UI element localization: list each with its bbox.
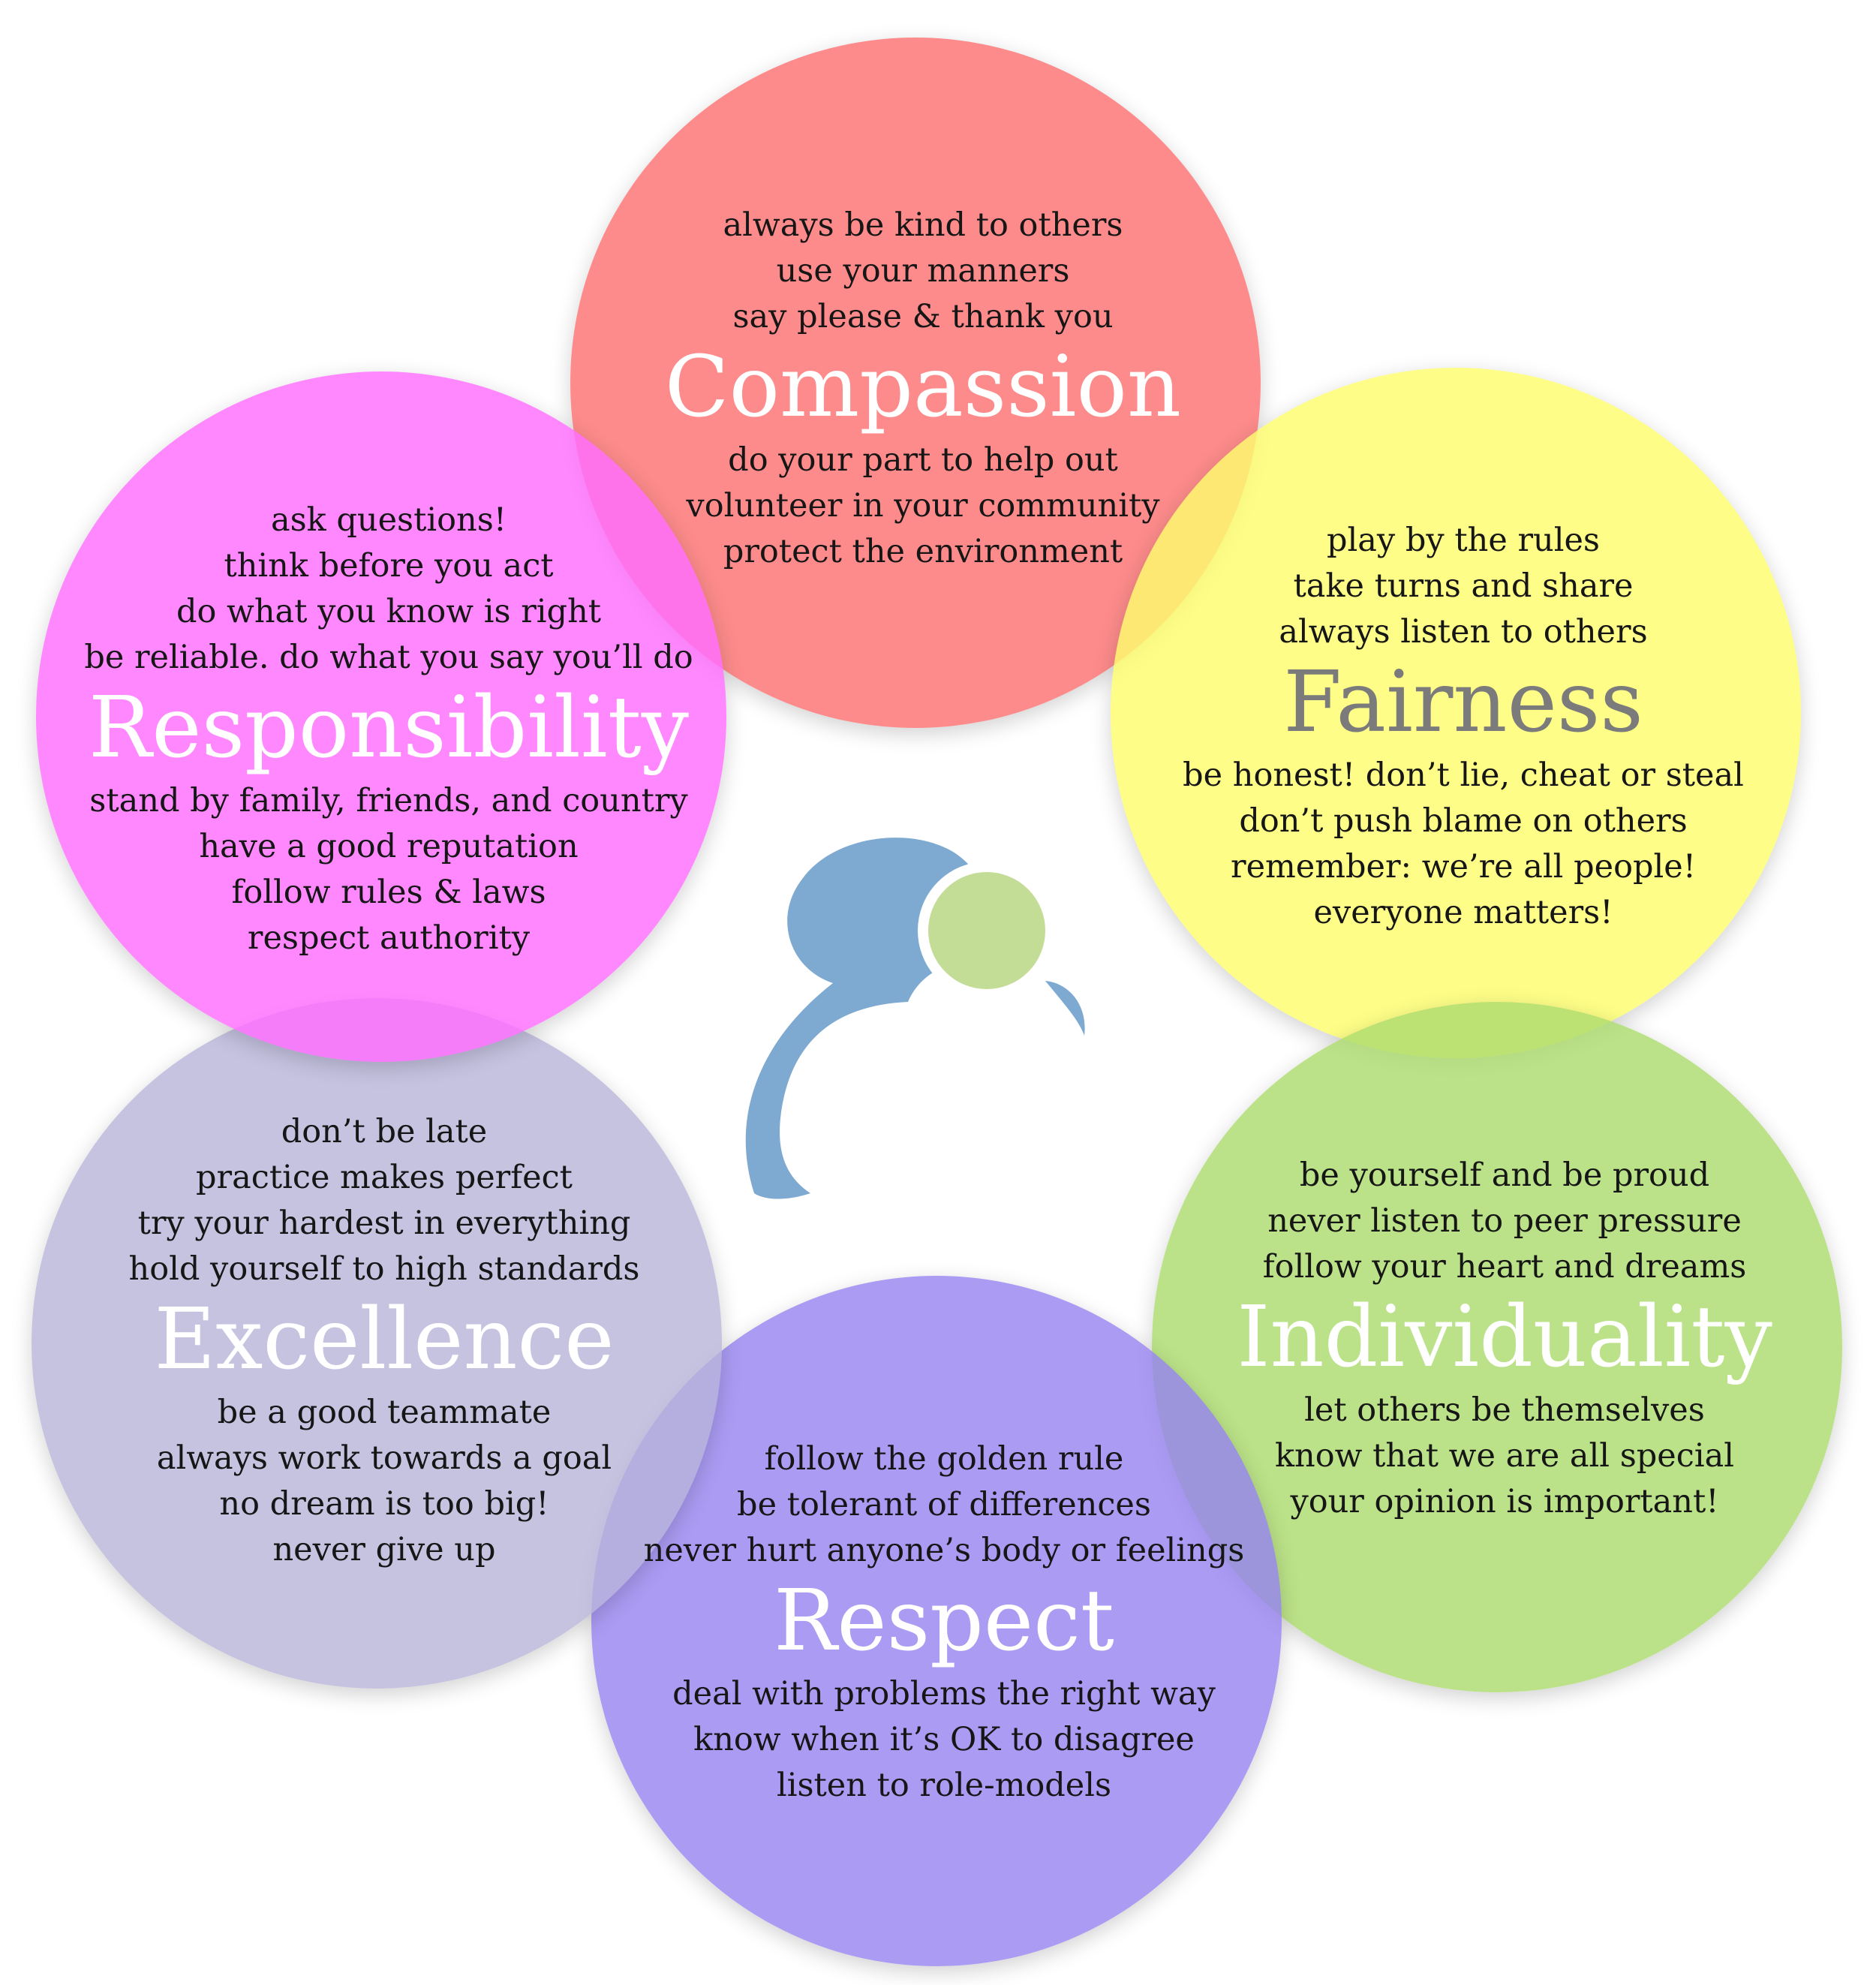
respect-tip: listen to role-models xyxy=(776,1767,1112,1804)
fairness-title: Fairness xyxy=(1283,654,1643,751)
excellence-tip: no dream is too big! xyxy=(219,1485,549,1523)
fairness-tip: play by the rules xyxy=(1327,522,1600,559)
fairness-tip: take turns and share xyxy=(1293,567,1634,605)
individuality-block: be yourself and be proud never listen to… xyxy=(1152,1153,1857,1525)
respect-title: Respect xyxy=(774,1572,1114,1670)
compassion-tip: use your manners xyxy=(776,252,1070,290)
fairness-tip: always listen to others xyxy=(1279,613,1648,651)
individuality-tip: know that we are all special xyxy=(1275,1437,1734,1475)
individuality-tip: be yourself and be proud xyxy=(1299,1156,1710,1194)
fairness-tip: don’t push blame on others xyxy=(1239,802,1688,840)
excellence-tip: practice makes perfect xyxy=(196,1159,573,1196)
excellence-title: Excellence xyxy=(154,1291,615,1388)
respect-tip: know when it’s OK to disagree xyxy=(693,1721,1195,1758)
individuality-tip: your opinion is important! xyxy=(1290,1483,1719,1520)
excellence-tip: try your hardest in everything xyxy=(137,1205,631,1242)
respect-tip: never hurt anyone’s body or feelings xyxy=(643,1532,1245,1569)
respect-block: follow the golden rule be tolerant of di… xyxy=(591,1436,1297,1809)
individuality-tip: let others be themselves xyxy=(1304,1391,1705,1429)
compassion-tip: always be kind to others xyxy=(723,206,1123,244)
excellence-tip: hold yourself to high standards xyxy=(128,1250,640,1288)
compassion-tip: say please & thank you xyxy=(732,298,1114,335)
individuality-tip: never listen to peer pressure xyxy=(1267,1202,1742,1240)
respect-tip: follow the golden rule xyxy=(764,1440,1124,1478)
fairness-tip: remember: we’re all people! xyxy=(1231,848,1696,886)
compassion-tip: protect the environment xyxy=(723,533,1123,570)
responsibility-tip: be reliable. do what you say you’ll do xyxy=(84,639,693,676)
responsibility-circle xyxy=(36,371,726,1062)
excellence-block: don’t be late practice makes perfect try… xyxy=(32,1109,737,1573)
responsibility-tip: do what you know is right xyxy=(176,593,602,630)
fairness-block: play by the rules take turns and share a… xyxy=(1111,518,1816,936)
excellence-tip: never give up xyxy=(272,1531,496,1568)
fairness-circle xyxy=(1111,368,1801,1058)
respect-tip: be tolerant of differences xyxy=(737,1486,1151,1523)
responsibility-tip: follow rules & laws xyxy=(231,874,546,911)
compassion-tip: volunteer in your community xyxy=(686,487,1160,525)
fairness-tip: be honest! don’t lie, cheat or steal xyxy=(1183,756,1744,794)
excellence-tip: be a good teammate xyxy=(217,1394,552,1431)
excellence-tip: don’t be late xyxy=(281,1113,488,1150)
responsibility-block: ask questions! think before you act do w… xyxy=(36,498,741,961)
individuality-title: Individuality xyxy=(1237,1289,1772,1386)
excellence-circle xyxy=(32,998,722,1689)
logo-green-head xyxy=(918,862,1056,1000)
compassion-block: always be kind to others use your manner… xyxy=(570,203,1276,575)
responsibility-tip: respect authority xyxy=(247,919,531,957)
excellence-tip: always work towards a goal xyxy=(156,1439,612,1477)
compassion-title: Compassion xyxy=(664,338,1182,436)
person-figure-logo-icon xyxy=(745,838,1085,1199)
responsibility-tip: have a good reputation xyxy=(199,828,579,865)
individuality-tip: follow your heart and dreams xyxy=(1262,1248,1747,1286)
compassion-tip: do your part to help out xyxy=(728,441,1118,479)
responsibility-tip: think before you act xyxy=(224,547,554,585)
responsibility-tip: stand by family, friends, and country xyxy=(89,782,688,820)
responsibility-tip: ask questions! xyxy=(270,501,507,539)
respect-tip: deal with problems the right way xyxy=(672,1675,1216,1713)
fairness-tip: everyone matters! xyxy=(1313,894,1613,931)
responsibility-title: Responsibility xyxy=(88,679,690,777)
logo-blue-accent xyxy=(1045,981,1085,1036)
